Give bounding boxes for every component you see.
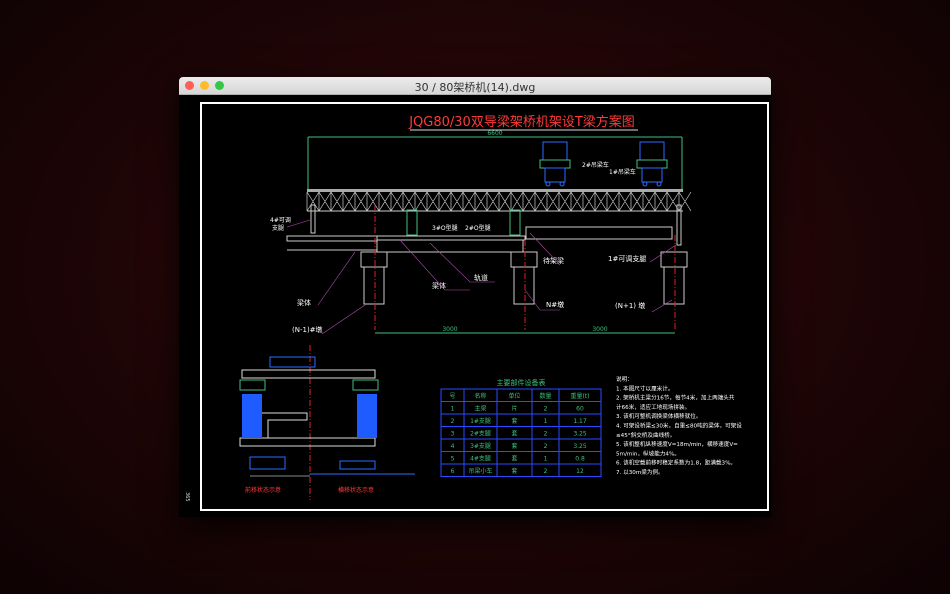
table-cell: 3.25 (573, 431, 587, 438)
table-cell: 3#支腿 (470, 442, 491, 450)
table-row: 3 2#支腿 套 2 3.25 (451, 430, 587, 438)
table-header: 数量 (539, 392, 551, 400)
table-cell: 4 (451, 443, 455, 450)
label-pier-nm1: (N-1)#墩 (292, 325, 323, 334)
table-cell: 1#支腿 (470, 417, 491, 425)
dim-total-label: 6600 (487, 130, 502, 137)
truss-girder (306, 189, 692, 212)
section-label-2: 横移状态示意 (338, 486, 374, 494)
table-row: 6 吊梁小车 套 2 12 (451, 467, 584, 475)
section-view (239, 356, 415, 477)
table-cell: 片 (511, 405, 517, 413)
table-cell: 6 (451, 468, 455, 475)
label-beam-waiting: 待架梁 (543, 256, 564, 265)
table-cell: 1 (451, 406, 455, 413)
title-bar[interactable]: 30 / 80架桥机(14).dwg (179, 77, 771, 95)
label-trolley1: 1#吊梁车 (609, 168, 636, 176)
note-line: 2. 架桥机主梁分16节，每节4米，加上两端头共 (616, 394, 735, 402)
label-leg4: 4#可调 (270, 216, 291, 224)
table-cell: 套 (511, 455, 517, 463)
note-line: 说明： (616, 375, 633, 383)
table-cell: 2 (544, 468, 548, 475)
dim-span1: 3000 (442, 326, 457, 333)
table-cell: 套 (511, 442, 517, 450)
note-line: 7. 以30m梁为例。 (616, 468, 664, 476)
note-line: ≤45°斜交桥及曲线桥。 (616, 431, 675, 439)
label-oleg3: 3#O型腿 (432, 224, 458, 232)
table-cell: 套 (511, 467, 517, 475)
note-line: 6. 该机空载前移时稳定系数为1.8，距满载3%。 (616, 459, 736, 467)
label-pier-n1: (N+1) 墩 (615, 301, 645, 310)
note-line: 5. 该机整机纵移速度V=18m/min，横移速度V= (616, 440, 738, 448)
beams (286, 226, 673, 253)
minimize-button[interactable] (200, 81, 209, 90)
table-cell: 0.8 (575, 456, 585, 463)
label-leg1: 1#可调支腿 (608, 254, 646, 263)
label-beam-left: 梁体 (297, 298, 311, 307)
piers (360, 251, 688, 305)
table-cell: 5 (451, 456, 455, 463)
leader-lines (286, 219, 677, 335)
notes: 说明：1. 本图尺寸以厘米计。 2. 架桥机主梁分16节，每节4米，加上两端头共计… (616, 375, 742, 476)
table-cell: 60 (576, 406, 584, 413)
drawing-frame (200, 102, 769, 511)
table-cell: 2 (544, 443, 548, 450)
section-label-1: 前移状态示意 (245, 486, 281, 494)
table-cell: 2 (544, 406, 548, 413)
note-line: 计66米，适应工地现场拼装。 (616, 403, 690, 411)
label-leg4b: 支腿 (272, 224, 284, 232)
table-cell: 吊梁小车 (468, 467, 492, 475)
note-line: 1. 本图尺寸以厘米计。 (616, 384, 673, 392)
adjustable-legs (310, 204, 682, 246)
label-rail: 轨道 (474, 273, 488, 282)
table-cell: 1 (544, 418, 548, 425)
dimension-total (307, 136, 683, 190)
table-cell: 3 (451, 431, 455, 438)
table-header: 名称 (474, 392, 486, 400)
table-cell: 1 (544, 456, 548, 463)
table-cell: 套 (511, 417, 517, 425)
trolley-2 (539, 141, 571, 187)
table-cell: 套 (511, 430, 517, 438)
label-trolley2: 2#吊梁车 (582, 161, 609, 169)
table-row: 4 3#支腿 套 2 3.25 (451, 442, 587, 450)
table-cell: 1.17 (573, 418, 587, 425)
table-cell: 主梁 (474, 405, 486, 413)
table-row: 5 4#支腿 套 1 0.8 (451, 455, 585, 463)
table-header: 号 (449, 393, 455, 400)
window-title: 30 / 80架桥机(14).dwg (414, 81, 536, 94)
table-row: 1 主梁 片 2 60 (451, 405, 584, 413)
side-mark: 365 (184, 492, 190, 502)
note-line: 3. 该机可整机调换梁体横移就位。 (616, 412, 701, 420)
trolley-1 (636, 141, 668, 187)
drawing-title: JQG80/30双导梁架桥机架设T梁方案图 (408, 114, 635, 130)
table-cell: 2 (544, 431, 548, 438)
label-pier-n: N#墩 (546, 300, 564, 309)
table-cell: 4#支腿 (470, 455, 491, 463)
note-line: 5m/min，纵坡能力4%。 (616, 449, 680, 457)
zoom-button[interactable] (215, 81, 224, 90)
table-cell: 2 (451, 418, 455, 425)
table-cell: 3.25 (573, 443, 587, 450)
table-header: 重量(t) (570, 392, 589, 400)
dim-span2: 3000 (592, 326, 607, 333)
table-title: 主要部件设备表 (497, 378, 546, 387)
table-border (440, 388, 602, 477)
table-cell: 12 (576, 468, 584, 475)
close-button[interactable] (185, 81, 194, 90)
cad-viewer-window: 30 / 80架桥机(14).dwg (179, 77, 771, 517)
note-line: 4. 可架设桥梁≤30米，自重≤80吨的梁体，可架设 (616, 422, 742, 430)
label-oleg2: 2#O型腿 (465, 224, 491, 232)
table-cell: 2#支腿 (470, 430, 491, 438)
label-beam-mid: 梁体 (432, 281, 446, 290)
table-row: 2 1#支腿 套 1 1.17 (451, 417, 587, 425)
table-header: 单位 (508, 392, 520, 400)
o-legs (406, 209, 521, 236)
